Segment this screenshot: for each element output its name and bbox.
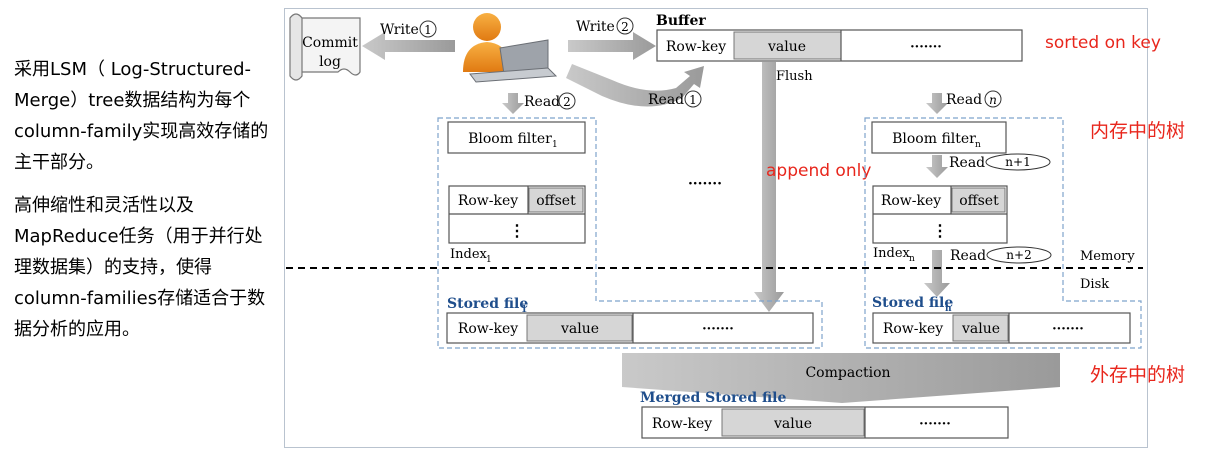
bloom-filter-n-subscript: n xyxy=(975,140,981,150)
read1-number-circle xyxy=(684,90,702,108)
read-n2-number: n+2 xyxy=(1006,248,1031,262)
write2-label: Write xyxy=(576,19,615,35)
stored-file-n-subscript: n xyxy=(945,304,952,314)
flush-arrow xyxy=(754,62,784,312)
index-n-vdots: ⋮ xyxy=(932,221,948,240)
readn-number-circle xyxy=(984,90,1002,108)
read2-number: 2 xyxy=(563,95,571,109)
compaction-arrow xyxy=(622,353,1060,403)
commit-log-label-2: log xyxy=(319,54,341,70)
index-1-row-key: Row-key xyxy=(458,193,518,209)
description-paragraph-1: 采用LSM（ Log-Structured-Merge）tree数据结构为每个c… xyxy=(14,59,269,173)
buffer-dots: ······· xyxy=(910,40,942,55)
middle-dots: ······· xyxy=(688,176,722,192)
index-1-offset: offset xyxy=(536,193,576,209)
stored-file-n-value: value xyxy=(961,321,1000,337)
read-n1-label: Read xyxy=(949,155,985,171)
merged-row-key: Row-key xyxy=(652,416,712,432)
read2-number-circle xyxy=(558,92,576,110)
read-n2-arrow xyxy=(924,250,950,297)
diagram-frame xyxy=(284,8,1148,448)
write2-arrow xyxy=(568,32,656,60)
index-1-vdots: ⋮ xyxy=(509,221,525,240)
stored-file-n-dots: ······· xyxy=(1052,322,1084,337)
readn-number: n xyxy=(989,93,997,107)
read-n2-label: Read xyxy=(950,248,986,264)
read-n2-oval xyxy=(986,246,1052,264)
stored-file-n-row-key: Row-key xyxy=(883,321,943,337)
read2-label: Read xyxy=(524,94,560,110)
description-paragraph-2: 高伸缩性和灵活性以及MapReduce任务（用于并行处理数据集）的支持，使得co… xyxy=(14,195,266,340)
index-1-label: Index xyxy=(450,247,488,262)
index-n-offset: offset xyxy=(959,193,999,209)
bloom-filter-n-box xyxy=(871,121,1007,154)
write2-number: 2 xyxy=(621,20,629,34)
stored-file-n-title: Stored file xyxy=(872,295,953,311)
compaction-label: Compaction xyxy=(805,365,890,381)
stored-file-1-value: value xyxy=(560,321,599,337)
on-disk-tree-annotation: 外存中的树 xyxy=(1090,364,1185,386)
buffer-row-key: Row-key xyxy=(666,39,726,55)
read2-arrow xyxy=(502,93,524,114)
user-laptop-icon xyxy=(463,13,558,83)
in-memory-tree-annotation: 内存中的树 xyxy=(1090,120,1185,142)
stored-file-1-dots: ······· xyxy=(702,322,734,337)
disk-label: Disk xyxy=(1080,277,1109,292)
read-n1-number: n+1 xyxy=(1005,155,1030,169)
write1-label: Write xyxy=(380,22,419,38)
readn-arrow xyxy=(926,93,948,114)
index-n-row-key: Row-key xyxy=(881,193,941,209)
index-1-subscript: 1 xyxy=(486,255,492,265)
read-n1-oval xyxy=(985,153,1051,171)
write2-number-circle xyxy=(616,17,634,35)
commit-log-label-1: Commit xyxy=(302,35,358,51)
read1-number: 1 xyxy=(689,93,697,107)
read1-label: Read xyxy=(648,92,684,108)
description-text: 采用LSM（ Log-Structured-Merge）tree数据结构为每个c… xyxy=(14,54,276,357)
index-n-subscript: n xyxy=(909,254,915,264)
bloom-filter-n-label: Bloom filter xyxy=(892,131,976,147)
stored-file-1-subscript: 1 xyxy=(521,305,527,315)
buffer-title: Buffer xyxy=(656,13,706,29)
buffer-value: value xyxy=(767,39,806,55)
bloom-filter-1-label: Bloom filter xyxy=(468,131,552,147)
merged-value: value xyxy=(773,416,812,432)
bloom-filter-1-box xyxy=(447,121,586,154)
stored-file-1-title: Stored file xyxy=(447,296,528,312)
read1-curved-arrow xyxy=(566,64,704,107)
buffer-value-cell xyxy=(733,31,842,60)
write1-arrow xyxy=(362,32,455,60)
write1-number-circle xyxy=(419,20,437,38)
readn-label: Read xyxy=(946,92,982,108)
merged-stored-file-title: Merged Stored file xyxy=(640,390,786,406)
stored-file-1-row-key: Row-key xyxy=(458,321,518,337)
write1-number: 1 xyxy=(424,23,432,37)
append-only-annotation: append only xyxy=(766,161,871,181)
sorted-on-key-annotation: sorted on key xyxy=(1045,33,1161,53)
memory-label: Memory xyxy=(1080,249,1135,264)
memory-component-n-boundary xyxy=(864,117,1142,349)
read-n1-arrow xyxy=(926,155,948,178)
bloom-filter-1-subscript: 1 xyxy=(552,140,558,150)
commit-log-icon: Commit log xyxy=(289,13,361,81)
flush-label: Flush xyxy=(776,69,813,84)
merged-dots: ······· xyxy=(919,417,951,432)
index-n-label: Index xyxy=(873,246,911,261)
